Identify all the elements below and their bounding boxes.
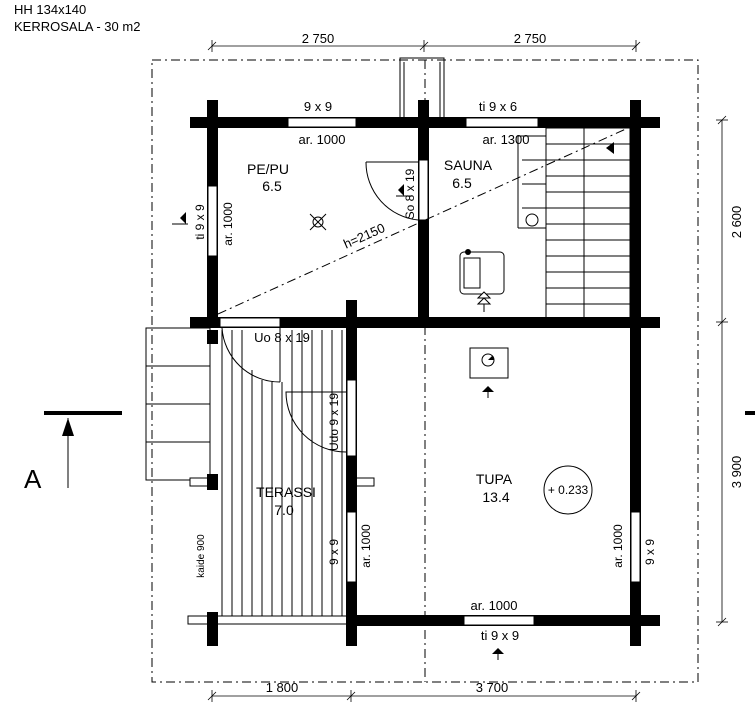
label-pepu-top-window: 9 x 9 <box>304 99 332 114</box>
room-tupa-name: TUPA <box>476 471 513 487</box>
window-sauna-top <box>465 117 539 128</box>
header-model: HH 134x140 <box>14 2 86 17</box>
terrace-deck <box>221 330 343 618</box>
section-diagonal <box>217 127 629 315</box>
label-pepu-left-window-ar: ar. 1000 <box>221 202 235 246</box>
label-sauna-top-window: ti 9 x 6 <box>479 99 517 114</box>
label-railing: kaide 900 <box>196 534 207 578</box>
label-ceiling-height: h=2150 <box>341 220 387 251</box>
room-sauna-area: 6.5 <box>452 175 472 191</box>
section-label: A <box>24 464 42 494</box>
label-tupa-right-window: 9 x 9 <box>643 539 657 565</box>
door-opening-tupa <box>346 379 357 457</box>
windows <box>207 117 641 626</box>
dim-top-left: 2 750 <box>302 31 335 46</box>
room-sauna-name: SAUNA <box>444 157 493 173</box>
fireplace-icon <box>469 347 509 398</box>
window-tupa-bottom <box>463 615 535 626</box>
dimension-bottom <box>207 690 641 702</box>
door-opening-sauna <box>418 159 429 221</box>
ceiling-light-icon <box>309 213 327 231</box>
label-tupa-right-window-ar: ar. 1000 <box>611 524 625 568</box>
dimension-top <box>207 40 641 52</box>
header-floor-area: KERROSALA - 30 m2 <box>14 19 140 34</box>
room-terassi-area: 7.0 <box>274 502 294 518</box>
door-opening-outer <box>219 317 281 328</box>
window-pepu-top <box>287 117 357 128</box>
room-pepu-area: 6.5 <box>262 178 282 194</box>
label-sauna-top-window-ar: ar. 1300 <box>483 132 530 147</box>
label-tupa-bottom-window-ar: ar. 1000 <box>471 598 518 613</box>
dim-bottom-right: 3 700 <box>476 680 509 695</box>
dimension-right <box>716 115 728 627</box>
window-tupa-left <box>346 511 357 583</box>
label-tupa-left-window: 9 x 9 <box>327 539 341 565</box>
label-sauna-door: So 8 x 19 <box>403 168 417 219</box>
label-pepu-left-window: ti 9 x 9 <box>193 204 207 240</box>
label-outer-door: Uo 8 x 19 <box>254 330 310 345</box>
label-tupa-left-window-ar: ar. 1000 <box>359 524 373 568</box>
door-swing-sauna <box>365 161 419 221</box>
label-tupa-door: Udo 9 x 19 <box>327 393 341 451</box>
chimney-circle-icon <box>543 465 593 515</box>
terrace-stairs <box>145 327 211 481</box>
window-tupa-right <box>630 511 641 583</box>
label-pepu-top-window-ar: ar. 1000 <box>299 132 346 147</box>
chimney-level: + 0.233 <box>548 483 589 497</box>
sauna-stove-icon <box>459 249 505 312</box>
dim-right-upper: 2 600 <box>729 206 744 239</box>
room-terassi-name: TERASSI <box>256 484 316 500</box>
section-marker-a <box>44 411 755 488</box>
dim-right-lower: 3 900 <box>729 456 744 489</box>
label-tupa-bottom-window: ti 9 x 9 <box>481 628 519 643</box>
dim-bottom-left: 1 800 <box>266 680 299 695</box>
door-swing-tupa <box>285 391 347 453</box>
window-pepu-left <box>207 185 218 257</box>
dim-top-right: 2 750 <box>514 31 547 46</box>
sauna-benches <box>517 127 631 319</box>
arrow-marker-icon <box>172 184 504 660</box>
door-swing-outer <box>221 327 281 383</box>
room-tupa-area: 13.4 <box>482 489 509 505</box>
room-pepu-name: PE/PU <box>247 161 289 177</box>
